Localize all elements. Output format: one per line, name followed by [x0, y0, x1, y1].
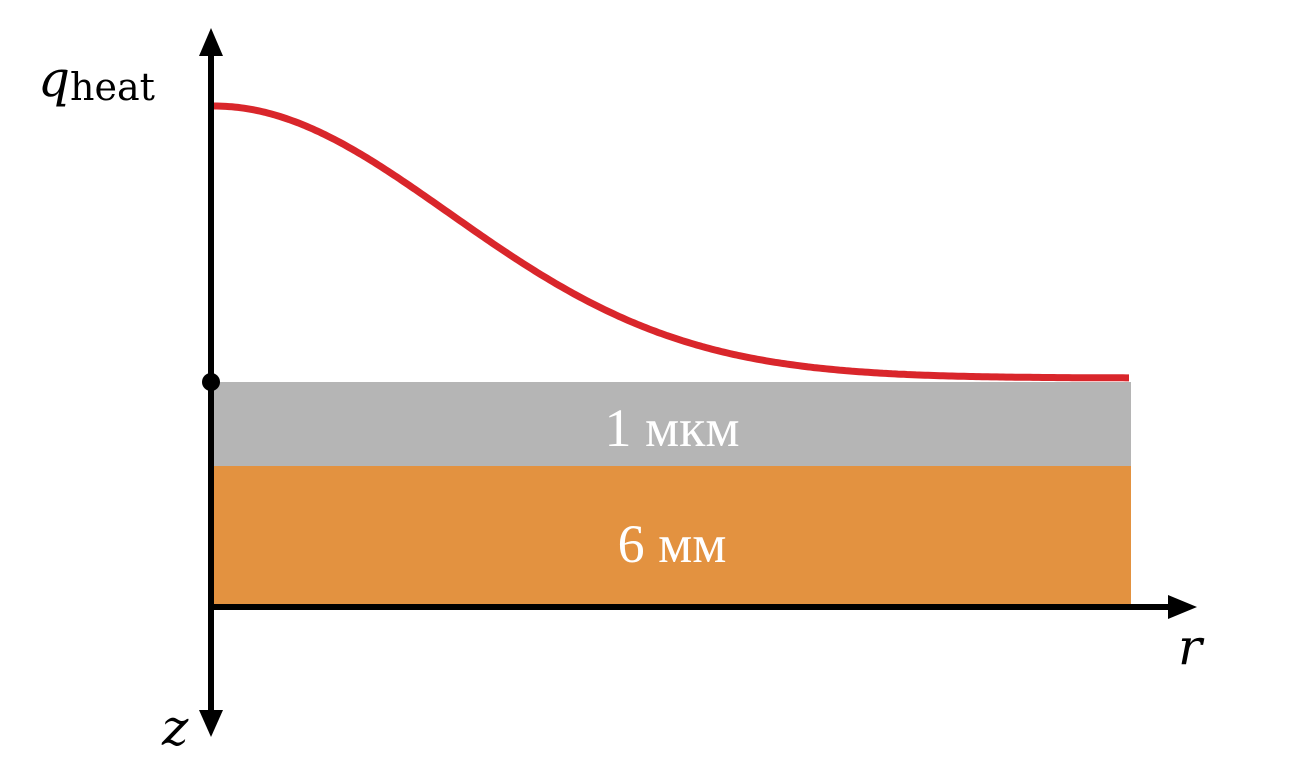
thin-film-layer [212, 382, 1131, 466]
substrate-layer [212, 466, 1131, 606]
surface-origin-dot [202, 373, 220, 391]
heat-flux-subscript: heat [70, 65, 155, 109]
z-axis-label: z [161, 699, 189, 757]
heat-flux-symbol: q [38, 50, 70, 108]
vertical-axis-up-arrow [199, 28, 223, 56]
horizontal-axis-arrow [1168, 595, 1197, 619]
heat-flux-curve [214, 102, 1129, 382]
substrate-label: 6 мм [618, 514, 727, 574]
vertical-axis-down-arrow [199, 710, 223, 737]
thin-film-label: 1 мкм [604, 398, 739, 458]
heat-flux-axis-label: qheat [38, 50, 155, 109]
r-axis-label: r [1178, 618, 1205, 676]
